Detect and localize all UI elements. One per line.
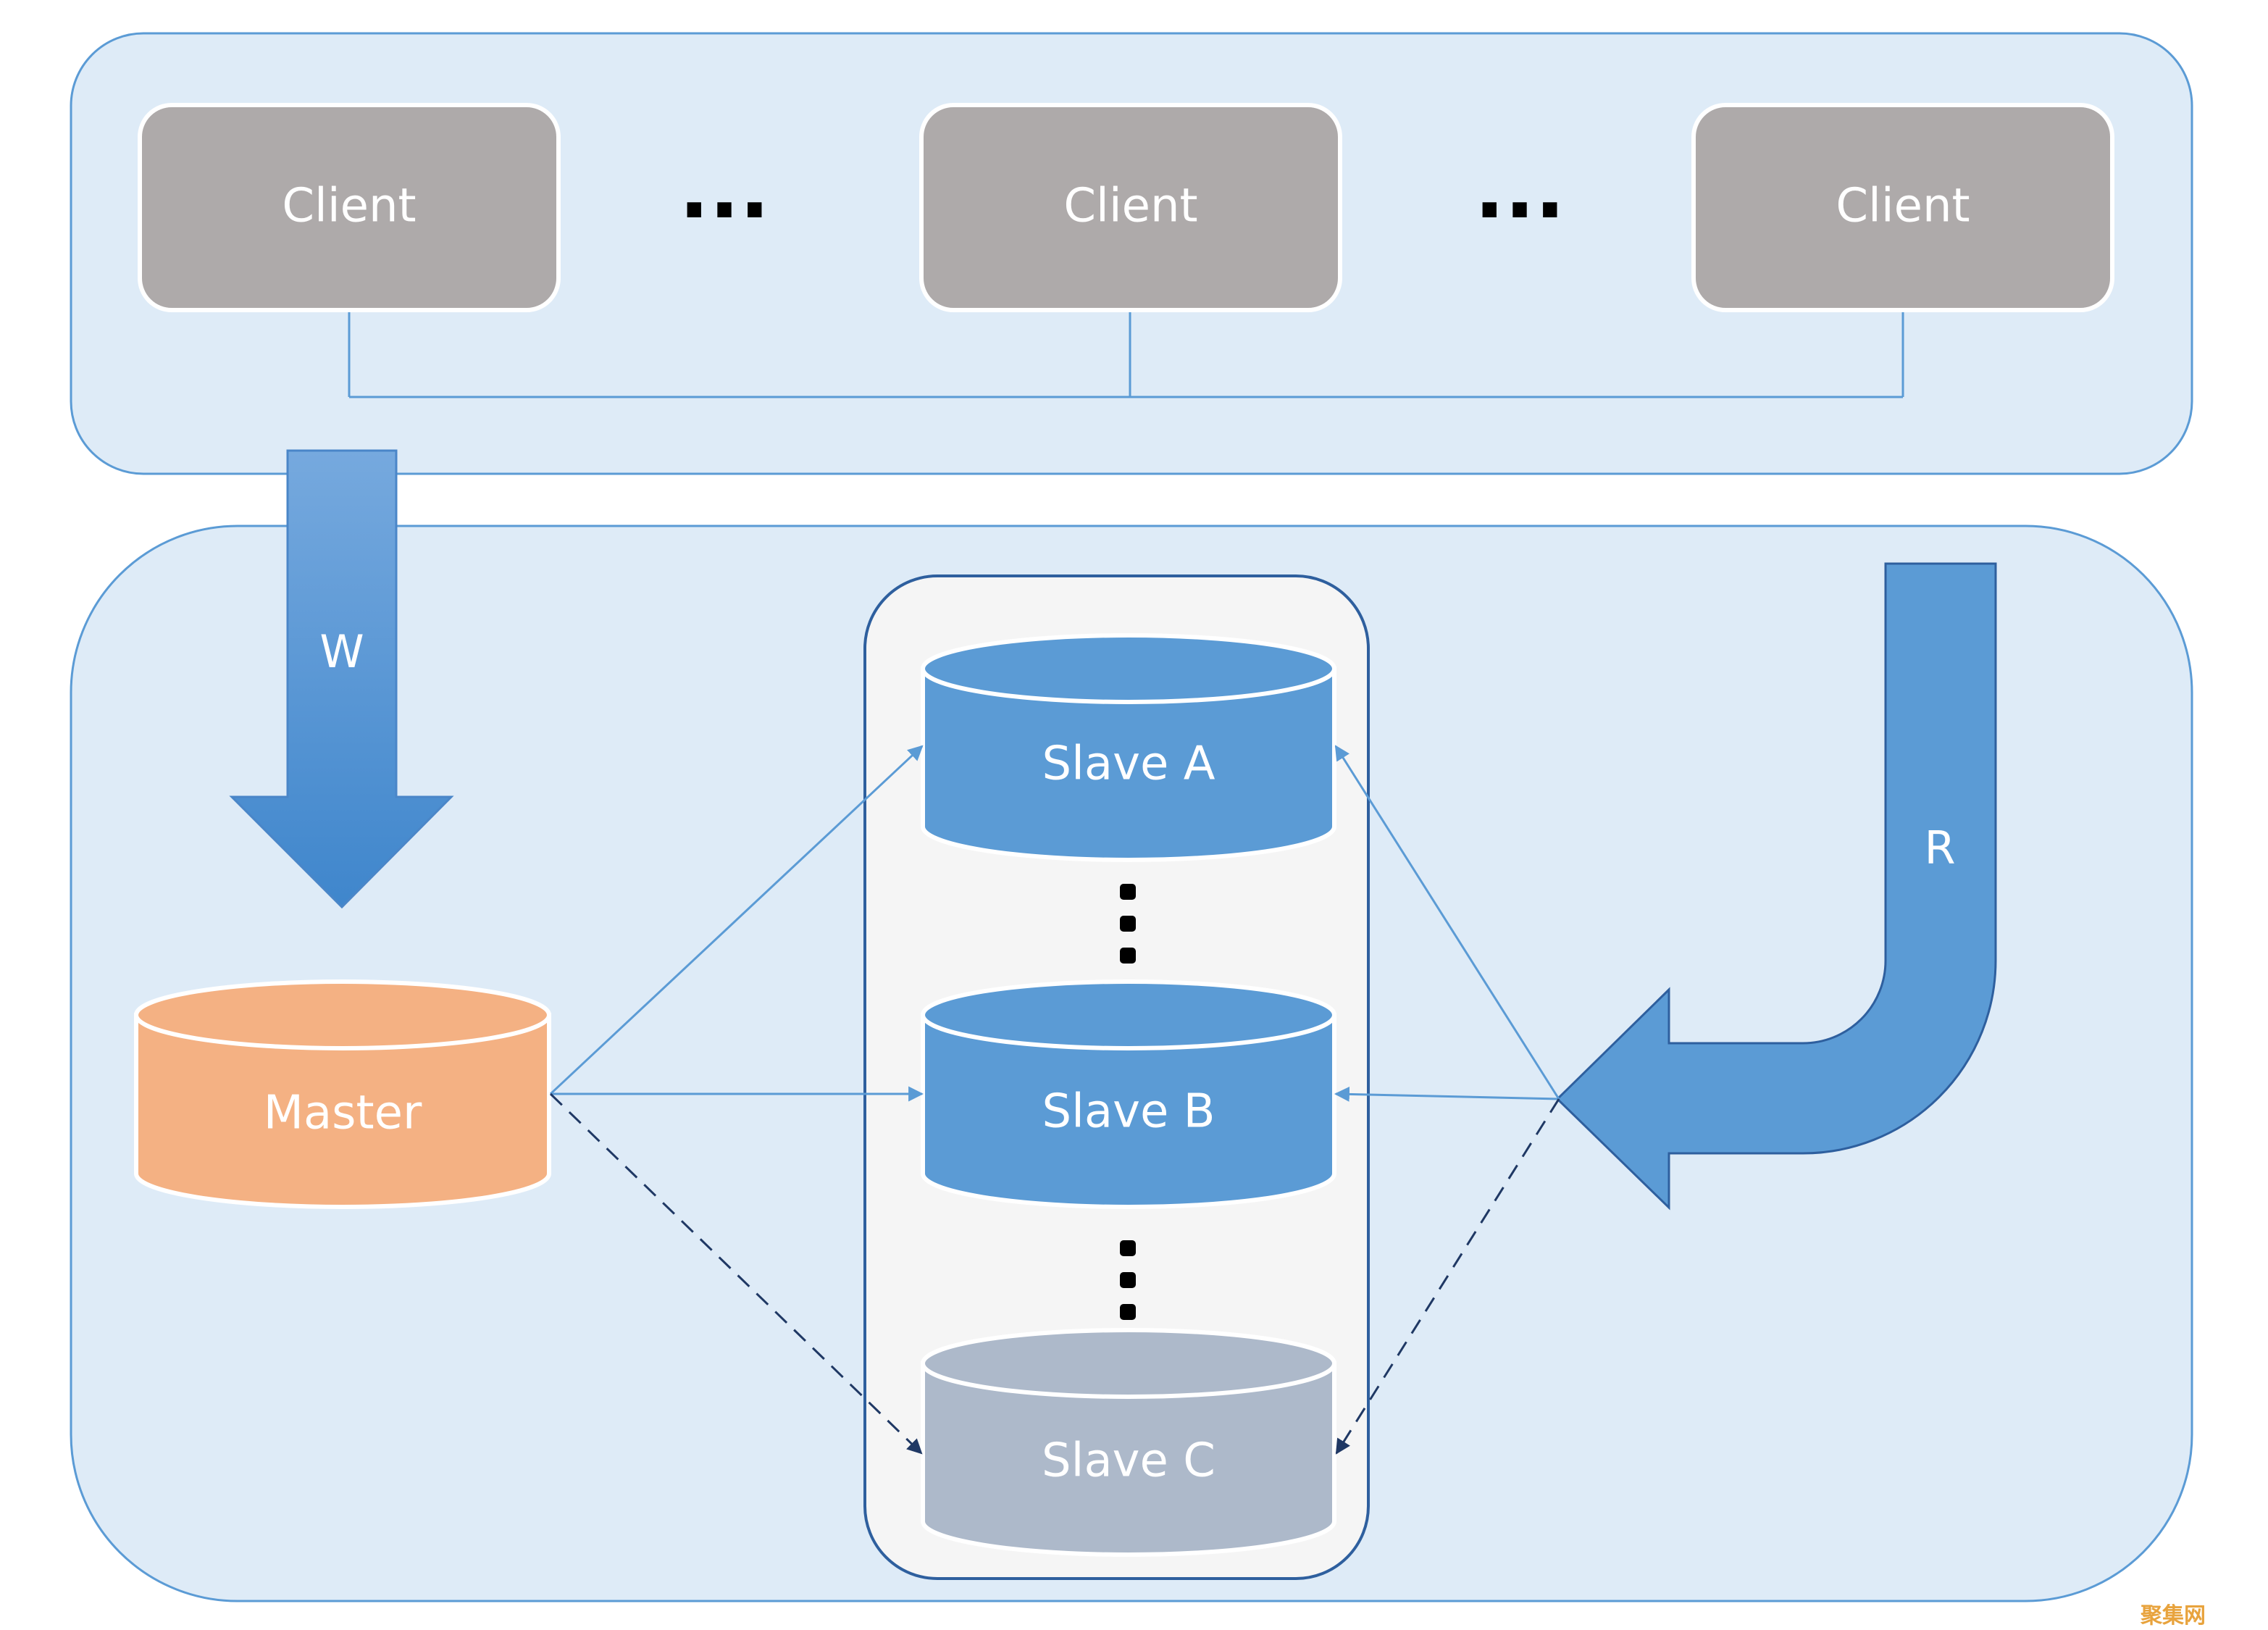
client-box-3: Client [1691,103,2114,312]
slave-c-label: Slave C [1042,1434,1215,1488]
slave-ellipsis-1 [1120,884,1136,964]
read-arrow-to-slave-a [1334,745,1560,1100]
read-arrow-label: R [1924,822,1955,874]
client-connector [348,310,1904,398]
read-arrow: R [1555,562,1997,1211]
client-ellipsis-1: ... [679,143,769,236]
slave-b-label: Slave B [1042,1085,1215,1139]
replication-arrow-to-slave-a [549,745,924,1095]
watermark: 聚集网 [2140,1603,2206,1629]
write-arrow: W [229,449,454,909]
write-arrow-label: W [319,625,364,678]
master-label: Master [264,1087,422,1140]
replication-arrow-to-slave-c [549,1092,923,1455]
slave-a-database: Slave A [921,633,1336,862]
master-database: Master [134,979,551,1209]
client-label: Client [1836,180,1970,233]
client-label: Client [1063,180,1197,233]
client-ellipsis-2: ... [1474,143,1565,236]
slave-ellipsis-2 [1120,1240,1136,1320]
slave-c-database: Slave C [921,1328,1336,1557]
client-label: Client [282,180,416,233]
client-box-1: Client [138,103,561,312]
read-arrow-to-slave-c [1335,1098,1560,1455]
slave-a-label: Slave A [1042,737,1215,791]
slave-b-database: Slave B [921,979,1336,1209]
read-arrow-to-slave-b [1334,1086,1560,1102]
client-box-2: Client [919,103,1342,312]
